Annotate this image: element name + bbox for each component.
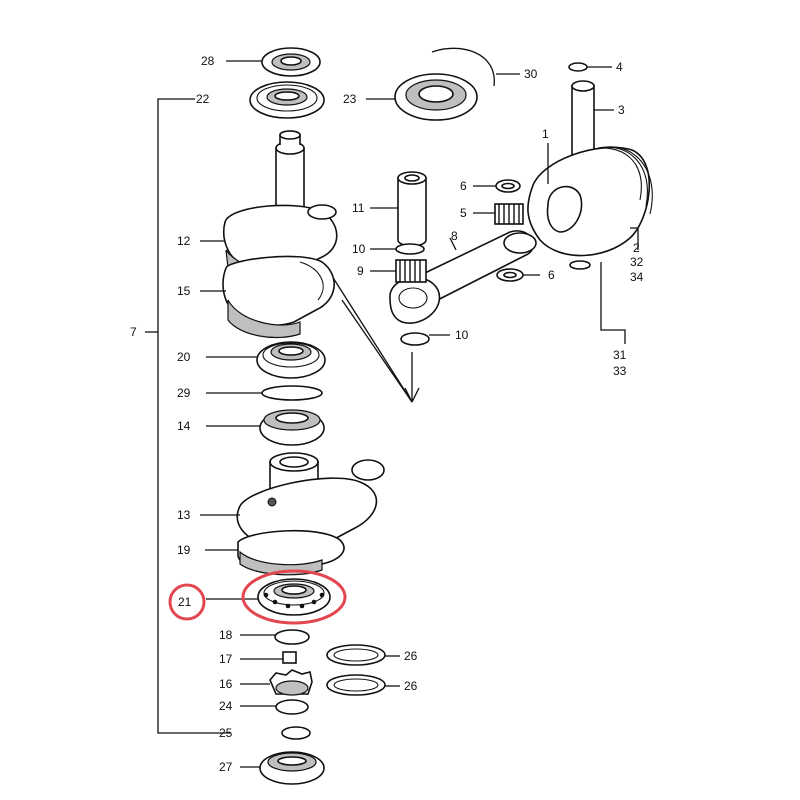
part-labels: 28 22 23 30 4 3 1 6 5 11 10 9 8 6 10 2 3… — [130, 54, 644, 774]
label-34: 34 — [630, 270, 644, 284]
label-21: 21 — [178, 595, 192, 609]
label-33: 33 — [613, 364, 627, 378]
part-26-shim-lower[interactable] — [326, 674, 400, 696]
part-27-oil-seal[interactable] — [240, 751, 325, 785]
label-6-upper: 6 — [460, 179, 467, 193]
part-10-washer-lower[interactable] — [400, 332, 450, 346]
label-22: 22 — [196, 92, 210, 106]
part-1-piston[interactable] — [527, 143, 653, 257]
highlight-bearing-ellipse — [241, 569, 347, 625]
part-15-crankshaft-web[interactable] — [200, 255, 335, 339]
part-30-circlip[interactable] — [431, 47, 520, 87]
label-29: 29 — [177, 386, 191, 400]
label-31: 31 — [613, 348, 627, 362]
label-20: 20 — [177, 350, 191, 364]
label-26-upper: 26 — [404, 649, 418, 663]
part-circlip-piston[interactable] — [569, 260, 591, 270]
label-18: 18 — [219, 628, 233, 642]
label-3: 3 — [618, 103, 625, 117]
part-22-bearing[interactable] — [249, 81, 325, 119]
part-6-washer-upper[interactable] — [473, 179, 521, 193]
group-7-bracket — [145, 98, 230, 734]
part-17-key[interactable] — [240, 651, 297, 664]
part-4-circlip[interactable] — [568, 62, 612, 72]
label-28: 28 — [201, 54, 215, 68]
part-21-bearing[interactable] — [206, 578, 331, 616]
label-10-upper: 10 — [352, 242, 366, 256]
label-2: 2 — [633, 241, 640, 255]
label-7: 7 — [130, 325, 137, 339]
label-1: 1 — [542, 127, 549, 141]
label-19: 19 — [177, 543, 191, 557]
label-32: 32 — [630, 255, 644, 269]
part-3-piston-pin[interactable] — [571, 80, 614, 164]
highlight-marks — [168, 569, 347, 625]
label-11: 11 — [352, 201, 365, 215]
label-9: 9 — [357, 264, 364, 278]
label-6-lower: 6 — [548, 268, 555, 282]
assembly-guide-lines — [324, 264, 420, 403]
part-19-crankshaft-web[interactable] — [205, 529, 345, 576]
label-26-lower: 26 — [404, 679, 418, 693]
part-25-circlip[interactable] — [281, 726, 311, 740]
part-10-washer-upper[interactable] — [370, 243, 425, 255]
label-30: 30 — [524, 67, 538, 81]
label-17: 17 — [219, 652, 233, 666]
label-13: 13 — [177, 508, 191, 522]
label-23: 23 — [343, 92, 357, 106]
part-6-washer-lower[interactable] — [496, 268, 540, 282]
label-25: 25 — [219, 726, 233, 740]
part-18-ring[interactable] — [240, 629, 310, 645]
label-24: 24 — [219, 699, 233, 713]
label-16: 16 — [219, 677, 233, 691]
label-27: 27 — [219, 760, 233, 774]
part-26-shim-upper[interactable] — [326, 644, 400, 666]
part-29-ring[interactable] — [206, 385, 323, 401]
label-8: 8 — [451, 229, 458, 243]
label-4: 4 — [616, 60, 623, 74]
part-2-piston-ring-leader — [600, 227, 639, 344]
part-23-oil-seal[interactable] — [366, 73, 478, 121]
label-10-lower: 10 — [455, 328, 469, 342]
label-14: 14 — [177, 419, 191, 433]
part-5-needle-bearing[interactable] — [473, 203, 524, 225]
part-14-labyrinth-seal[interactable] — [206, 409, 325, 446]
part-13-crankshaft-lower[interactable] — [200, 452, 385, 551]
part-11-crank-pin[interactable] — [370, 171, 427, 247]
part-24-washer[interactable] — [240, 699, 309, 715]
part-8-connecting-rod[interactable] — [389, 230, 537, 324]
label-15: 15 — [177, 284, 191, 298]
part-9-needle-bearing[interactable] — [370, 259, 427, 283]
label-12: 12 — [177, 234, 191, 248]
part-20-bearing[interactable] — [206, 341, 326, 379]
part-16-gear[interactable] — [240, 669, 313, 696]
label-5: 5 — [460, 206, 467, 220]
highlight-label-circle — [168, 583, 206, 621]
part-28-oil-seal[interactable] — [226, 47, 321, 77]
